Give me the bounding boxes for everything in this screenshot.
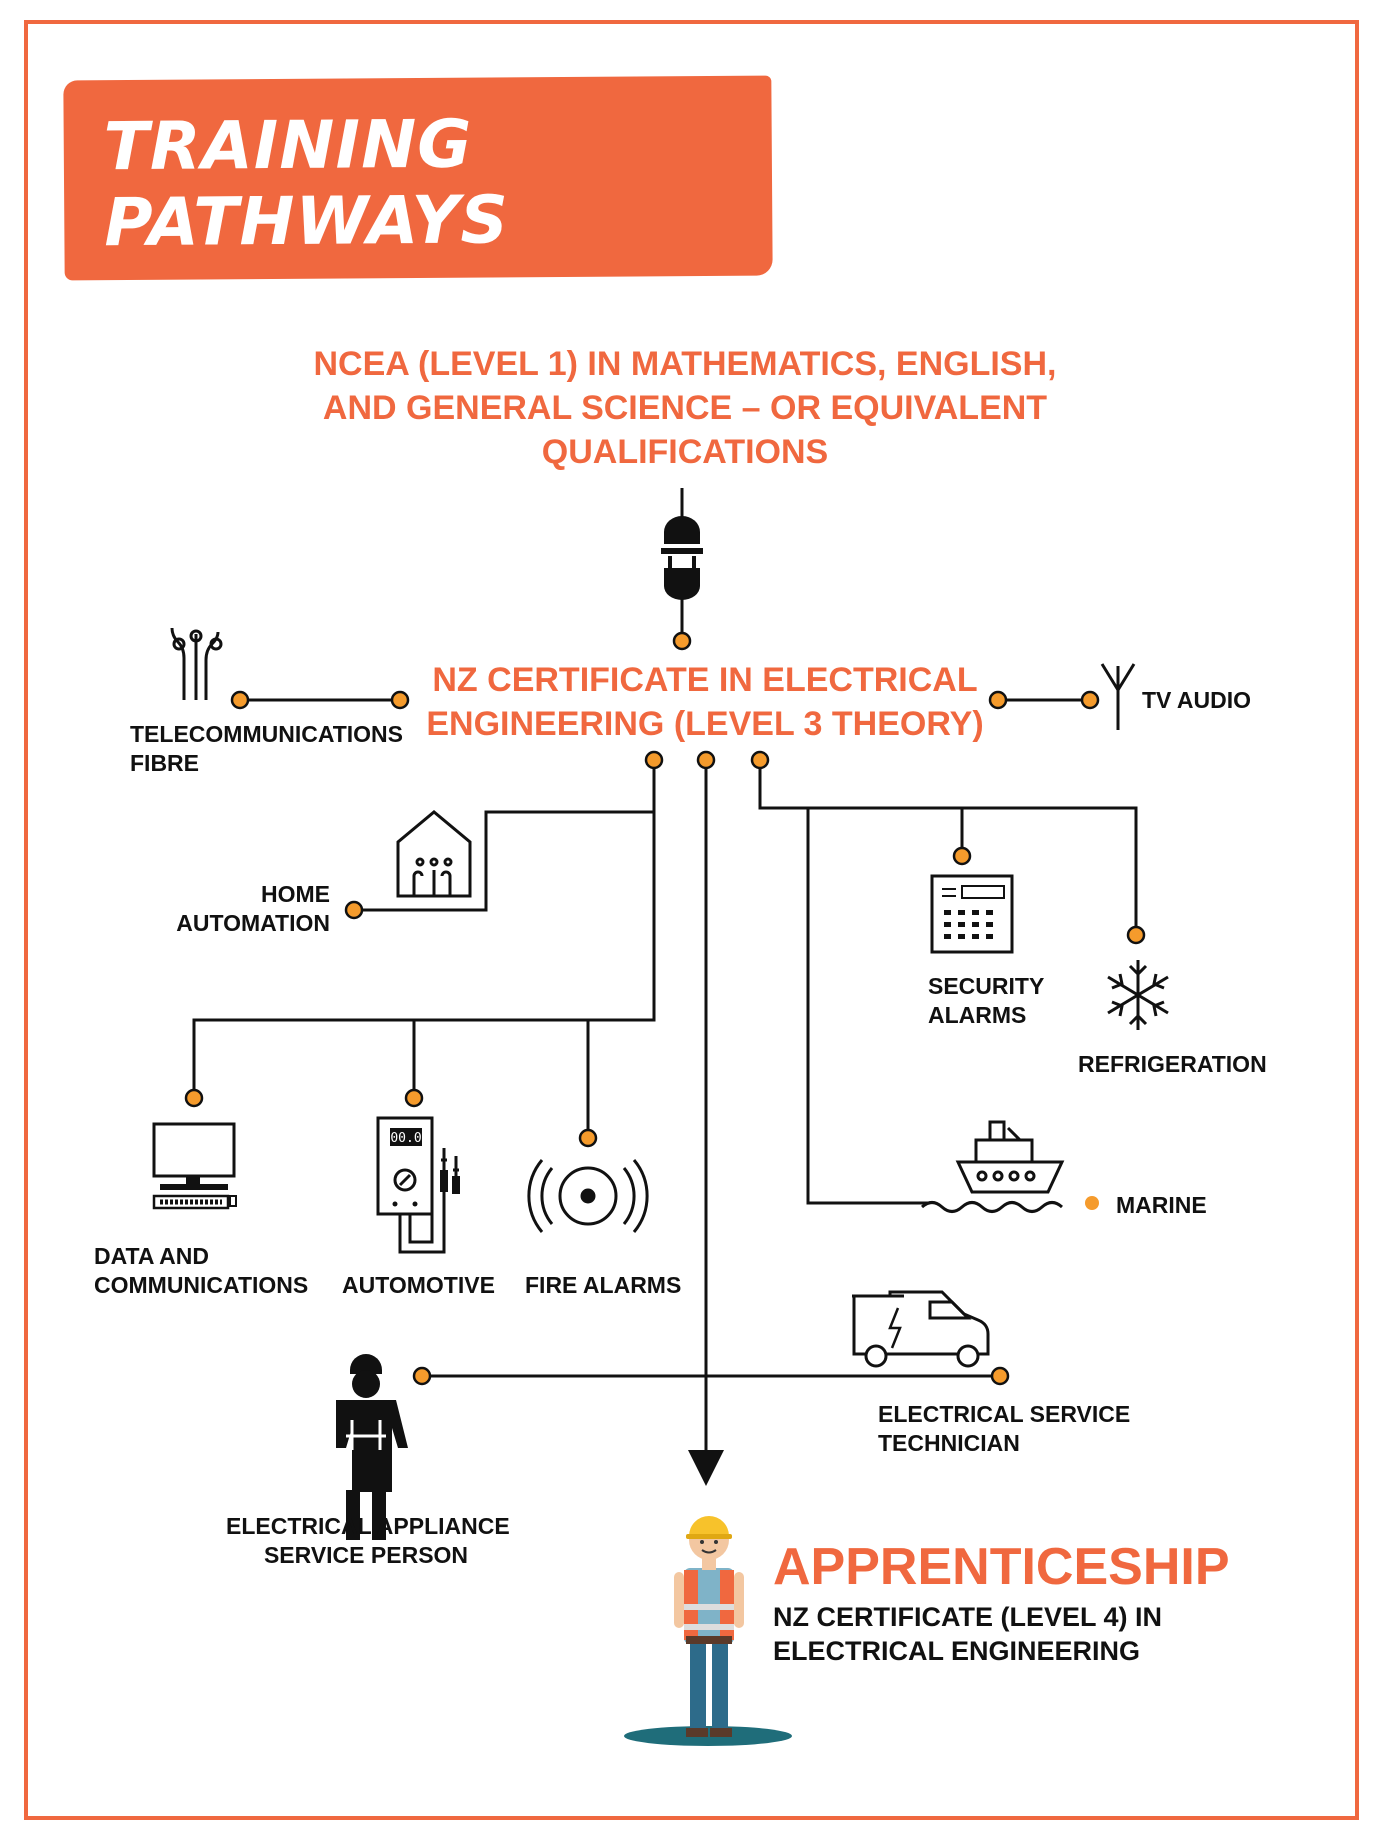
entry-requirement-line-2: AND GENERAL SCIENCE – OR EQUIVALENT xyxy=(322,389,1048,427)
snowflake-icon xyxy=(1107,960,1169,1030)
connector-lines xyxy=(192,488,1138,1450)
automotive-label: AUTOMOTIVE xyxy=(342,1272,495,1298)
antenna-icon xyxy=(1100,663,1136,730)
arrow-down-icon xyxy=(688,1450,724,1486)
apprenticeship-title: APPRENTICESHIP xyxy=(773,1538,1230,1596)
entry-requirement-line-3: QUALIFICATIONS xyxy=(541,433,829,471)
level3-certificate-line-1: NZ CERTIFICATE IN ELECTRICAL xyxy=(432,661,978,699)
marine-label: MARINE xyxy=(1116,1192,1207,1218)
page-frame xyxy=(24,20,1359,1820)
alarm-keypad-icon xyxy=(930,874,1014,954)
entry-requirement: NCEA (LEVEL 1) IN MATHEMATICS, ENGLISH, … xyxy=(300,342,1070,474)
appliance-service-label: ELECTRICAL APPLIANCE SERVICE PERSON xyxy=(226,1513,510,1568)
multimeter-icon: 00.0 xyxy=(376,1116,460,1254)
security-alarms-label: SECURITY ALARMS xyxy=(928,973,1045,1028)
connector-nodes xyxy=(184,631,1146,1386)
electrician-figure-icon xyxy=(624,1516,792,1746)
smart-home-icon xyxy=(396,810,472,898)
level3-certificate: NZ CERTIFICATE IN ELECTRICAL ENGINEERING… xyxy=(420,658,990,746)
ship-icon xyxy=(955,1120,1065,1194)
refrigeration-label: REFRIGERATION xyxy=(1078,1051,1267,1077)
marine-node xyxy=(1085,1196,1099,1210)
fibre-optic-icon xyxy=(170,627,223,700)
multimeter-display: 00.0 xyxy=(390,1131,421,1146)
service-technician-label: ELECTRICAL SERVICE TECHNICIAN xyxy=(878,1401,1131,1456)
level3-certificate-line-2: ENGINEERING (LEVEL 3 THEORY) xyxy=(426,705,984,743)
smoke-detector-icon xyxy=(527,1159,649,1233)
plug-icon xyxy=(661,516,703,600)
wave-icon xyxy=(920,1201,1064,1213)
data-comms-label: DATA AND COMMUNICATIONS xyxy=(94,1243,309,1298)
tv-audio-label: TV AUDIO xyxy=(1142,687,1252,713)
home-automation-label: HOME AUTOMATION xyxy=(176,881,330,936)
telecom-fibre-label: TELECOMMUNICATIONS FIBRE xyxy=(130,721,404,776)
fire-alarms-label: FIRE ALARMS xyxy=(525,1272,682,1298)
computer-icon xyxy=(152,1122,237,1210)
entry-requirement-line-1: NCEA (LEVEL 1) IN MATHEMATICS, ENGLISH, xyxy=(313,345,1057,383)
apprenticeship-subtitle: NZ CERTIFICATE (LEVEL 4) IN ELECTRICAL E… xyxy=(773,1602,1163,1666)
worker-icon xyxy=(336,1354,408,1540)
van-icon xyxy=(852,1290,990,1368)
